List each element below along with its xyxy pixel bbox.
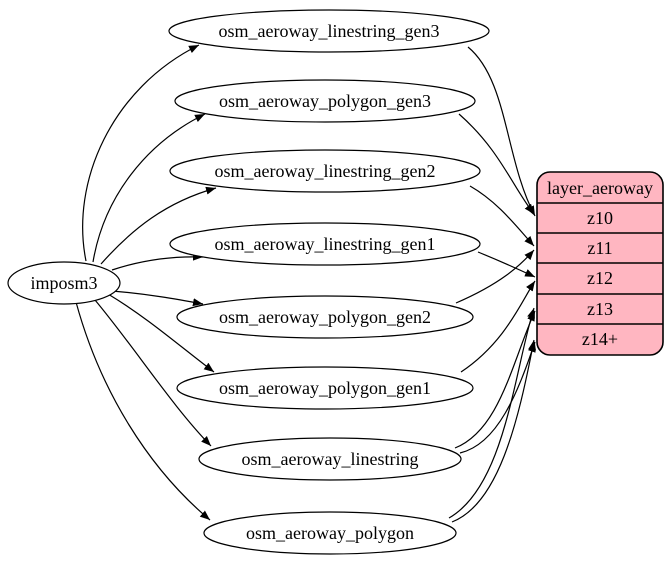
- node-osm-aeroway-linestring-gen3-label: osm_aeroway_linestring_gen3: [219, 21, 440, 41]
- layer-row-z13-label: z13: [587, 299, 613, 319]
- table-nodes: osm_aeroway_linestring_gen3 osm_aeroway_…: [168, 9, 490, 555]
- edge-imposm3-to-polygon-gen2: [111, 290, 204, 307]
- node-imposm3-label: imposm3: [30, 273, 97, 293]
- edge-linestring-to-z14plus: [459, 341, 536, 454]
- node-osm-aeroway-polygon-gen3-label: osm_aeroway_polygon_gen3: [219, 91, 431, 111]
- edges-source-to-tables: [75, 44, 217, 521]
- edge-imposm3-to-linestring-gen1: [111, 252, 204, 271]
- node-osm-aeroway-polygon-gen1: [176, 366, 474, 410]
- node-layer-aeroway: layer_aeroway z10 z11 z12 z13 z14+: [536, 171, 664, 356]
- edge-linestring-gen2-to-z11: [469, 185, 535, 247]
- edge-linestring-gen1-to-z12: [477, 251, 536, 278]
- edge-imposm3-to-polygon-gen1: [107, 293, 215, 373]
- node-osm-aeroway-polygon-gen3: [174, 79, 476, 123]
- node-osm-aeroway-polygon: [203, 511, 457, 555]
- node-osm-aeroway-polygon-gen2: [176, 295, 474, 339]
- edge-linestring-gen3-to-z10: [467, 46, 536, 217]
- edges-tables-to-layer: [448, 46, 537, 523]
- edge-imposm3-to-linestring: [94, 299, 212, 447]
- edge-polygon-to-z14plus: [451, 339, 537, 523]
- node-osm-aeroway-linestring-gen1-label: osm_aeroway_linestring_gen1: [215, 234, 436, 254]
- layer-row-z14plus-label: z14+: [582, 329, 618, 349]
- edge-polygon-gen1-to-z12: [460, 280, 536, 373]
- layer-row-z12-label: z12: [587, 268, 613, 288]
- layer-row-z10-label: z10: [587, 208, 613, 228]
- node-osm-aeroway-polygon-label: osm_aeroway_polygon: [246, 523, 414, 543]
- node-osm-aeroway-linestring-gen2: [169, 149, 481, 193]
- edge-polygon-gen3-to-z10: [458, 113, 535, 215]
- edge-polygon-gen2-to-z11: [455, 249, 535, 304]
- node-osm-aeroway-linestring-gen2-label: osm_aeroway_linestring_gen2: [215, 161, 436, 181]
- edge-imposm3-to-polygon: [75, 301, 211, 521]
- node-osm-aeroway-linestring-label: osm_aeroway_linestring: [242, 449, 419, 469]
- node-osm-aeroway-polygon-gen2-label: osm_aeroway_polygon_gen2: [219, 307, 431, 327]
- node-osm-aeroway-polygon-gen1-label: osm_aeroway_polygon_gen1: [219, 378, 431, 398]
- edge-imposm3-to-linestring-gen3: [82, 44, 200, 262]
- node-imposm3-shape: [7, 261, 121, 305]
- edge-linestring-to-z13: [454, 310, 536, 449]
- node-imposm3: imposm3: [7, 261, 121, 305]
- edge-imposm3-to-polygon-gen3: [92, 113, 206, 263]
- edge-polygon-to-z13: [448, 307, 535, 519]
- layer-row-z11-label: z11: [587, 238, 612, 258]
- edge-imposm3-to-linestring-gen2: [100, 186, 217, 265]
- node-osm-aeroway-linestring-gen1: [169, 222, 481, 266]
- node-osm-aeroway-linestring: [198, 437, 462, 481]
- layer-aeroway-title: layer_aeroway: [547, 178, 653, 198]
- node-osm-aeroway-linestring-gen3: [168, 9, 490, 53]
